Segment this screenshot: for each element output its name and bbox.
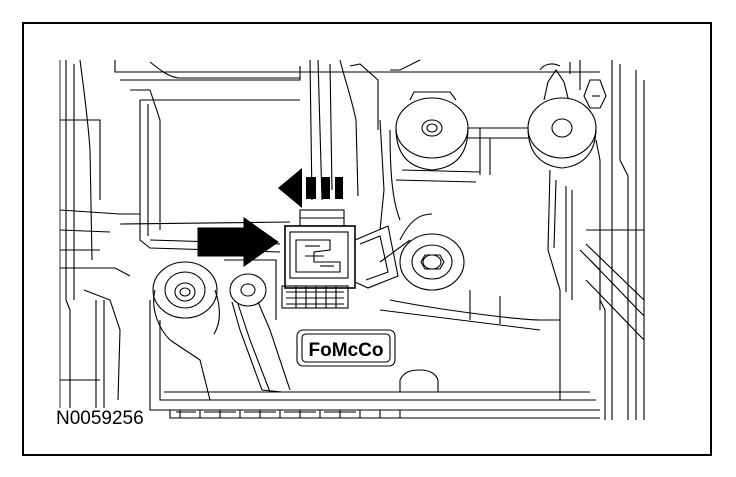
illustration-frame bbox=[22, 22, 712, 456]
locator-arrow bbox=[197, 217, 279, 267]
casting-stamp-text: FoMcCo bbox=[309, 340, 384, 361]
figure-reference-number: N0059256 bbox=[54, 408, 146, 430]
engine-casting bbox=[59, 59, 645, 420]
removal-direction-arrow bbox=[278, 168, 343, 208]
